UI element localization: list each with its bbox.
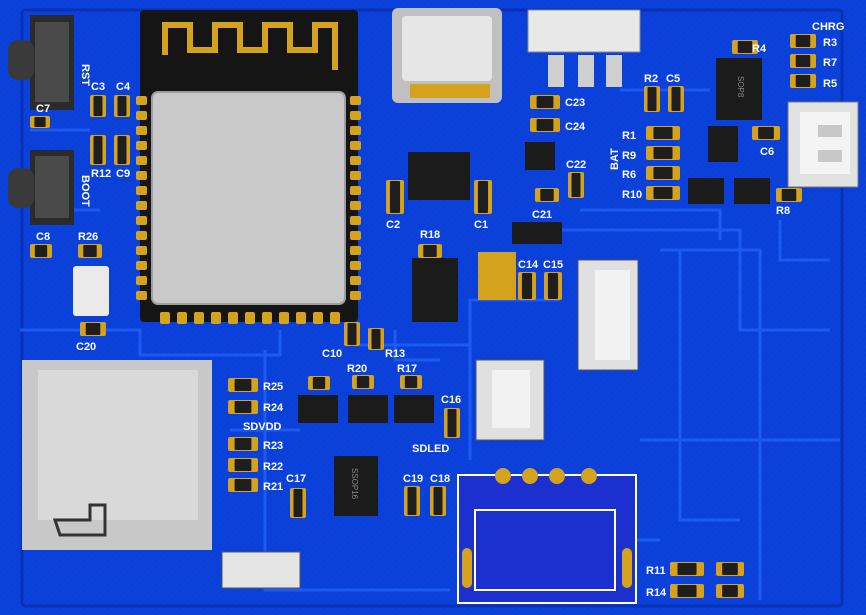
silk-c15: C15 <box>543 259 563 271</box>
silk-r9: R9 <box>622 150 636 162</box>
transistors <box>73 142 770 423</box>
silkscreen-labels: RST BOOT C7 C3 C4 R12 C9 C8 R26 C20 C23 … <box>36 21 844 599</box>
silk-c14: C14 <box>518 259 539 271</box>
copper-traces <box>20 88 840 600</box>
battery-connector <box>787 101 859 188</box>
silk-c17: C17 <box>286 473 306 485</box>
silk-r6: R6 <box>622 169 636 181</box>
silk-r21: R21 <box>263 481 283 493</box>
silk-c19: C19 <box>403 473 423 485</box>
chip-marking-ssop16: SSOP16 <box>350 468 359 500</box>
silk-r4: R4 <box>752 43 767 55</box>
silk-r8: R8 <box>776 205 790 217</box>
silk-r17: R17 <box>397 363 417 375</box>
fpc-connector-top <box>577 259 639 371</box>
fpc-connector-mid <box>475 359 545 441</box>
silk-c5: C5 <box>666 73 680 85</box>
silk-r24: R24 <box>263 402 284 414</box>
silk-c20: C20 <box>76 341 96 353</box>
power-switch <box>527 9 641 87</box>
silk-c23: C23 <box>565 97 585 109</box>
pin-header <box>512 222 562 244</box>
silk-sdled: SDLED <box>412 443 449 455</box>
ic-u-mid <box>412 258 458 322</box>
silk-r12: R12 <box>91 168 111 180</box>
silk-r20: R20 <box>347 363 367 375</box>
silk-c10: C10 <box>322 348 342 360</box>
silk-c8: C8 <box>36 231 50 243</box>
silk-r1: R1 <box>622 130 636 142</box>
silk-r18: R18 <box>420 229 440 241</box>
silk-r3: R3 <box>823 37 837 49</box>
silk-r25: R25 <box>263 381 283 393</box>
chip-marking-sop8: SOP8 <box>736 76 745 98</box>
silk-r23: R23 <box>263 440 283 452</box>
ic-u-usb <box>408 152 470 200</box>
silk-c7: C7 <box>36 103 50 115</box>
silk-c16: C16 <box>441 394 461 406</box>
silk-r22: R22 <box>263 461 283 473</box>
ic-charger <box>708 126 738 162</box>
silk-c22: C22 <box>566 159 586 171</box>
silk-r7: R7 <box>823 57 837 69</box>
rst-button <box>8 15 74 110</box>
silk-c6: C6 <box>760 146 774 158</box>
esp32-bottom-pads <box>160 312 340 324</box>
usb-a-connector <box>457 468 637 604</box>
silk-chrg: CHRG <box>812 21 844 33</box>
silk-r26: R26 <box>78 231 98 243</box>
silk-rst: RST <box>79 64 91 86</box>
silk-c1: C1 <box>474 219 488 231</box>
fpc-connector-bottom <box>221 551 301 589</box>
esp32-left-pads <box>136 96 147 300</box>
passive-components <box>30 34 816 598</box>
silk-c24: C24 <box>565 121 586 133</box>
silk-c3: C3 <box>91 81 105 93</box>
silk-c9: C9 <box>116 168 130 180</box>
silk-sdvdd: SDVDD <box>243 421 282 433</box>
silk-bat: BAT <box>609 148 621 170</box>
ic-ssop16 <box>334 456 378 516</box>
microsd-slot <box>22 360 212 550</box>
esp32-module <box>140 10 358 322</box>
silk-c21: C21 <box>532 209 552 221</box>
silk-boot: BOOT <box>79 175 91 207</box>
silk-c2: C2 <box>386 219 400 231</box>
usb-c-connector <box>392 8 502 103</box>
silk-r2: R2 <box>644 73 658 85</box>
silk-c18: C18 <box>430 473 450 485</box>
silk-r14: R14 <box>646 587 667 599</box>
regulator <box>478 252 516 300</box>
boot-button <box>8 150 74 225</box>
silk-c4: C4 <box>116 81 131 93</box>
esp32-right-pads <box>350 96 361 300</box>
silk-r5: R5 <box>823 78 837 90</box>
silk-r10: R10 <box>622 189 642 201</box>
ic-sop8 <box>716 58 762 120</box>
silk-r13: R13 <box>385 348 405 360</box>
silk-r11: R11 <box>646 565 666 577</box>
